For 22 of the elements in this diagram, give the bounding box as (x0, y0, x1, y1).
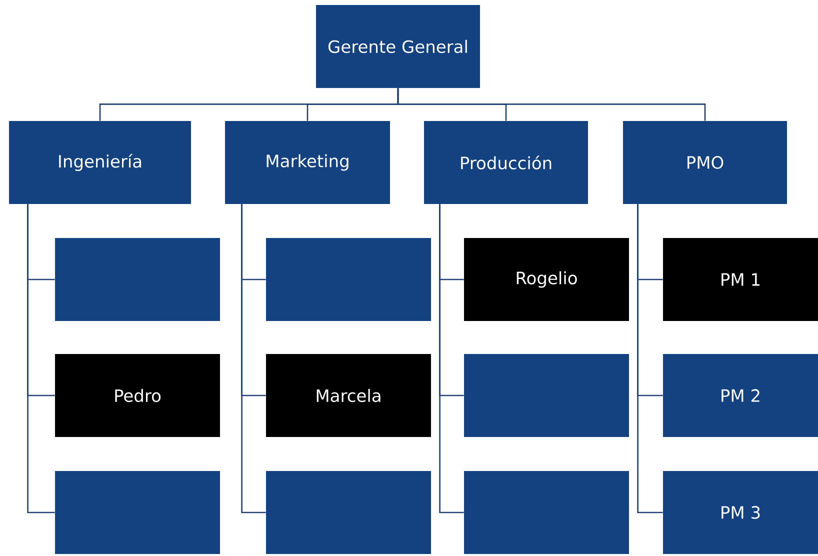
empty-box (55, 238, 220, 321)
org-box: Marketing (225, 121, 390, 204)
org-box: Producción (424, 121, 588, 204)
connector-line (27, 204, 55, 514)
org-box: Marcela (266, 354, 431, 437)
empty-box (266, 238, 431, 321)
empty-box (55, 471, 220, 554)
empty-box (464, 471, 629, 554)
org-box: PM 1 (663, 238, 818, 321)
empty-box (266, 471, 431, 554)
org-box: Rogelio (464, 238, 629, 321)
empty-box (464, 354, 629, 437)
connector-line (241, 204, 266, 514)
org-box: PM 3 (663, 471, 818, 554)
org-box: Pedro (55, 354, 220, 437)
connector-line (637, 204, 663, 514)
org-box: Ingeniería (9, 121, 191, 204)
org-box: Gerente General (316, 5, 480, 88)
org-box: PMO (623, 121, 787, 204)
connector-line (439, 204, 464, 514)
org-box: PM 2 (663, 354, 818, 437)
connector-line (397, 88, 706, 121)
